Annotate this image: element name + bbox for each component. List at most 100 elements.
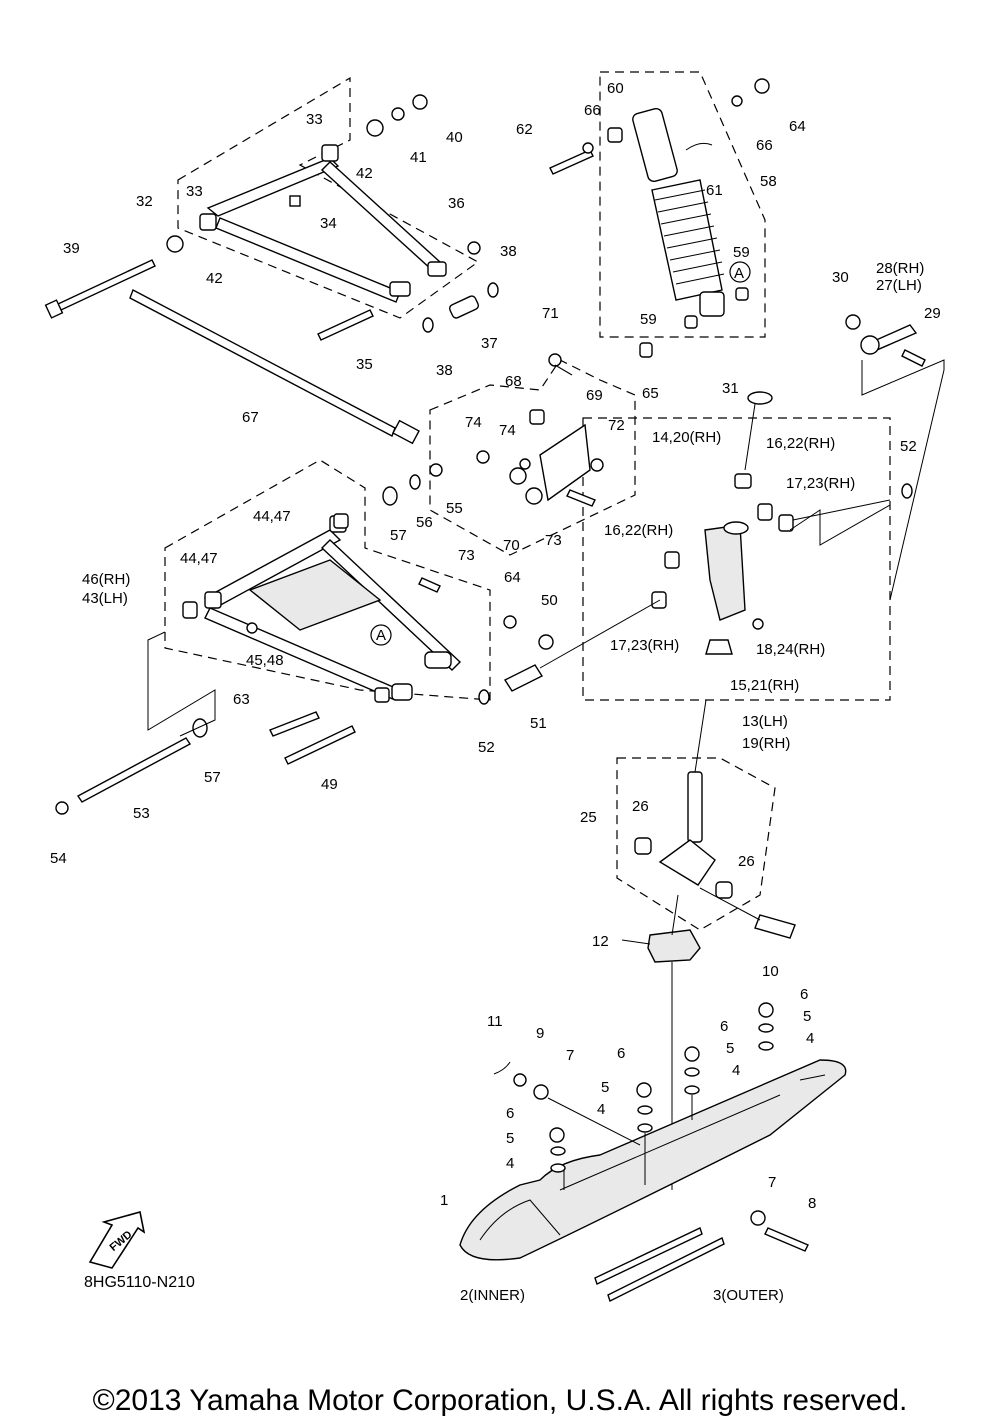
callout-label: 67 <box>242 409 259 426</box>
nut-64b <box>503 615 517 629</box>
callout-label: 69 <box>586 387 603 404</box>
steering-arm-27-28 <box>860 324 918 355</box>
callout-label: 32 <box>136 193 153 210</box>
callout-label: 51 <box>530 715 547 732</box>
callout-label: 42 <box>206 270 223 287</box>
callout-label: 57 <box>204 769 221 786</box>
shaft-67 <box>129 289 420 445</box>
callout-label: 6 <box>720 1018 728 1035</box>
callout-label: 36 <box>448 195 465 212</box>
nut-74a <box>476 450 490 464</box>
callout-label: 17,23(RH) <box>610 637 679 654</box>
group-box-58 <box>599 71 766 338</box>
callout-label: 65 <box>642 385 659 402</box>
callout-label: 1 <box>440 1192 448 1209</box>
ski-leader-lines <box>547 1095 693 1190</box>
group-box-13 <box>582 417 891 701</box>
nut-36 <box>467 241 481 255</box>
collar-26b <box>715 881 733 899</box>
callout-label: 8 <box>808 1195 816 1212</box>
callout-label: 66 <box>584 102 601 119</box>
callout-label: 49 <box>321 776 338 793</box>
nut-50 <box>538 634 554 650</box>
callout-label: 30 <box>832 269 849 286</box>
bolt-73b <box>418 577 441 593</box>
bolt-63 <box>269 711 320 737</box>
shock-absorber-58 <box>632 107 725 317</box>
callout-label: 74 <box>465 414 482 431</box>
copyright-notice: ©2013 Yamaha Motor Corporation, U.S.A. A… <box>92 1384 908 1417</box>
callout-label: 16,22(RH) <box>766 435 835 452</box>
callout-label: 13(LH) <box>742 713 788 730</box>
callout-label: 9 <box>536 1025 544 1042</box>
link-70 <box>509 467 543 505</box>
washer-52a <box>901 483 913 499</box>
callout-label: 45,48 <box>246 652 284 669</box>
callout-label: 5 <box>803 1008 811 1025</box>
washer-57a <box>192 718 208 738</box>
callout-label: 26 <box>738 853 755 870</box>
nut-74b <box>519 458 531 470</box>
bolt-35 <box>317 309 374 341</box>
callout-label: A <box>734 265 744 282</box>
nut-55 <box>429 463 443 477</box>
axle-line-upper <box>792 499 891 521</box>
callout-label: 61 <box>706 182 723 199</box>
callout-label: 17,23(RH) <box>786 475 855 492</box>
callout-label: 46(RH) <box>82 571 130 588</box>
callout-label: 14,20(RH) <box>652 429 721 446</box>
nut-64 <box>754 78 770 94</box>
callout-label: 42 <box>356 165 373 182</box>
callout-label: 73 <box>458 547 475 564</box>
callout-label: 63 <box>233 691 250 708</box>
callout-label: 5 <box>726 1040 734 1057</box>
washer-42a <box>366 119 384 137</box>
callout-label: 64 <box>504 569 521 586</box>
nut-30 <box>845 314 861 330</box>
bolt-53 <box>76 737 192 803</box>
callout-label: 44,47 <box>180 550 218 567</box>
collar-59b <box>684 315 698 329</box>
callout-label: 37 <box>481 335 498 352</box>
steering-column-13-19 <box>704 473 752 621</box>
collar-37 <box>448 295 480 319</box>
bolt-49 <box>284 725 356 765</box>
runner-3 <box>607 1237 725 1302</box>
callout-label: 62 <box>516 121 533 138</box>
bolt-34 <box>289 195 301 207</box>
bolt-73a <box>566 489 596 507</box>
callout-label: 66 <box>756 137 773 154</box>
callout-label: 70 <box>503 537 520 554</box>
washer-41 <box>391 107 405 121</box>
callout-label: 59 <box>640 311 657 328</box>
group-box-32 <box>177 76 480 319</box>
washer-38b <box>422 317 434 333</box>
callout-label: 74 <box>499 422 516 439</box>
callout-label: 25 <box>580 809 597 826</box>
callout-label: 68 <box>505 373 522 390</box>
spindle-line <box>694 699 761 921</box>
collar-17-23a <box>778 514 794 532</box>
callout-label: 2(INNER) <box>460 1287 525 1304</box>
hardware-set-middle <box>636 1082 653 1133</box>
callout-label: A <box>376 627 386 644</box>
pin-11 <box>493 1061 511 1075</box>
band-61 <box>685 142 713 151</box>
callout-label: 43(LH) <box>82 590 128 607</box>
collar-16-22b <box>664 551 680 569</box>
washer-38a <box>487 282 499 298</box>
callout-label: 3(OUTER) <box>713 1287 784 1304</box>
nut-54 <box>55 801 69 815</box>
collar-9 <box>513 1073 527 1087</box>
callout-label: 10 <box>762 963 779 980</box>
hardware-set-rear <box>684 1046 700 1095</box>
collar-68 <box>529 409 545 425</box>
callout-label: 53 <box>133 805 150 822</box>
callout-label: 7 <box>566 1047 574 1064</box>
collar-59a <box>735 287 749 301</box>
washer-42b <box>166 235 184 253</box>
group-box-46 <box>164 459 491 701</box>
callout-label: 56 <box>416 514 433 531</box>
runner-2 <box>594 1227 703 1285</box>
collar-16-22a <box>757 503 773 521</box>
